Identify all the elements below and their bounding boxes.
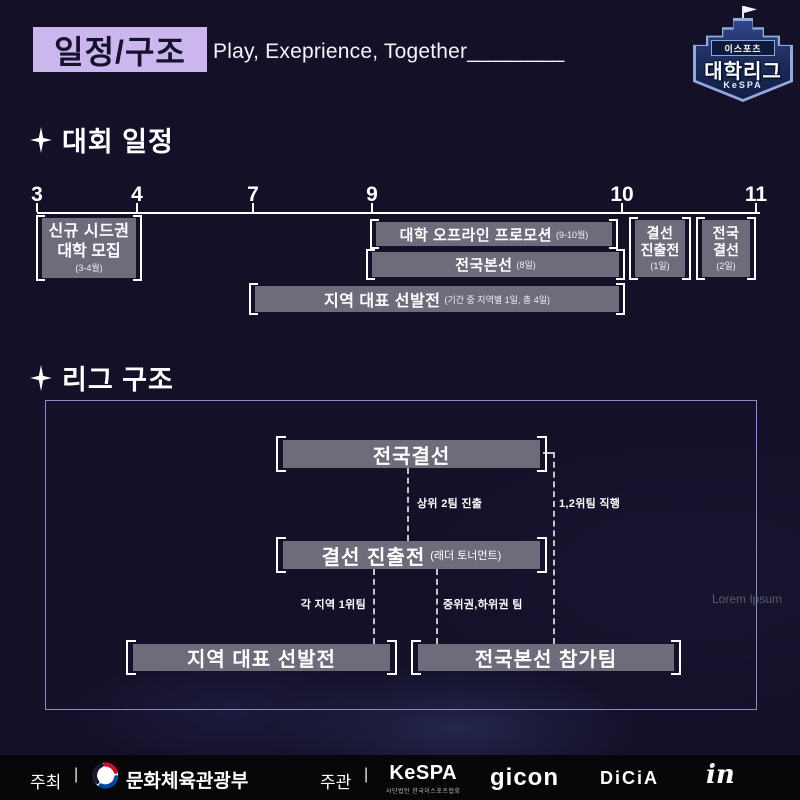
section-schedule-title-text: 대회 일정 (62, 127, 174, 157)
host-name: 문화체육관광부 (126, 771, 249, 792)
tick-11 (755, 203, 757, 212)
page-title-text: 일정/구조 (54, 33, 186, 70)
edge-label-midlow: 중위권,하위권 팀 (443, 599, 523, 611)
in-logo: in (706, 760, 735, 790)
tick-7 (252, 203, 254, 212)
gicon-logo: gicon (490, 764, 559, 791)
bar-final-qualifier-line1: 결선 (646, 225, 674, 242)
node-national-final-label: 전국결선 (372, 445, 451, 468)
tick-label-4: 4 (131, 183, 143, 206)
timeline-bar-recruit: 신규 시드권 대학 모집 (3-4월) (36, 215, 142, 281)
league-emblem: 이스포츠 대학리그 KeSPA (692, 6, 794, 102)
kespa-logo-text: KeSPA (389, 762, 458, 784)
node-final-qualifier-note: (래더 토너먼트) (430, 550, 502, 562)
bar-promotion-label: 대학 오프라인 프로모션 (399, 226, 553, 244)
bar-regional-label: 지역 대표 선발전 (324, 293, 441, 310)
bar-final-qualifier-line2: 진출전 (640, 242, 680, 258)
tick-label-7: 7 (247, 183, 259, 206)
connector-regional-qualifier (373, 569, 375, 644)
bar-recruit-line2: 대학 모집 (57, 242, 121, 260)
footer-divider: | (74, 766, 79, 783)
sparkle-icon (30, 364, 52, 391)
bar-national-final-line1: 전국 (712, 225, 740, 242)
watermark-text: Lorem Ipsum (712, 592, 783, 606)
sparkle-icon (30, 126, 52, 153)
tick-4 (136, 203, 138, 212)
timeline-axis (37, 212, 760, 214)
footer-divider: | (364, 766, 369, 783)
subtitle: Play, Exeprience, Together_________ (213, 40, 564, 64)
tick-label-9: 9 (366, 183, 378, 206)
bar-national-final-note: (2일) (716, 260, 736, 271)
node-regional-selection-label: 지역 대표 선발전 (187, 649, 336, 671)
dicia-logo: DiCiA (600, 768, 659, 788)
emblem-banner: 이스포츠 (711, 40, 775, 56)
timeline-bar-final-qualifier: 결선 진출전 (1일) (629, 217, 691, 280)
edge-label-direct: 1,2위팀 직행 (559, 498, 621, 510)
tick-label-11: 11 (744, 183, 768, 206)
node-main-round-teams-label: 전국본선 참가팀 (474, 649, 618, 671)
timeline-bar-regional: 지역 대표 선발전 (기간 중 지역별 1일, 총 4일) (249, 283, 625, 315)
timeline-bar-national-final: 전국 결선 (2일) (696, 217, 756, 280)
emblem-kespa-text: KeSPA (723, 80, 763, 90)
bar-regional-note: (기간 중 지역별 1일, 총 4일) (444, 294, 550, 305)
connector-mainround-qualifier (436, 569, 438, 644)
tick-9 (371, 203, 373, 212)
connector-final-qualifier (407, 468, 409, 541)
subtitle-underscore: _________ (467, 40, 564, 63)
node-final-qualifier-label: 결선 진출전 (321, 546, 426, 569)
node-regional-selection: 지역 대표 선발전 (126, 640, 397, 675)
timeline-bar-main-round: 전국본선 (8일) (366, 249, 625, 280)
timeline-bar-promotion: 대학 오프라인 프로모션 (9-10월) (370, 219, 618, 249)
tick-10 (621, 203, 623, 212)
bar-final-qualifier-note: (1일) (650, 260, 670, 271)
flag-icon (744, 6, 757, 14)
bar-main-round-label: 전국본선 (455, 257, 513, 274)
bar-recruit-note: (3-4월) (75, 262, 103, 273)
subtitle-text: Play, Exeprience, Together (213, 40, 468, 63)
connector-direct-horizontal (543, 452, 553, 454)
tick-label-10: 10 (610, 183, 634, 206)
bar-recruit-line1: 신규 시드권 (48, 223, 130, 241)
edge-label-regional-first: 각 지역 1위팀 (300, 599, 366, 611)
node-national-final: 전국결선 (276, 436, 547, 472)
node-final-qualifier: 결선 진출전 (래더 토너먼트) (276, 537, 547, 573)
emblem-title: 대학리그 (704, 61, 782, 83)
section-structure-title: 리그 구조 (28, 358, 174, 397)
flag-pole-icon (742, 6, 744, 20)
section-structure-title-text: 리그 구조 (62, 365, 174, 395)
tick-3 (36, 203, 38, 212)
section-schedule-title: 대회 일정 (28, 120, 174, 159)
host-label: 주최 (30, 773, 62, 792)
edge-label-top2: 상위 2팀 진출 (417, 498, 483, 510)
connector-direct-vertical (553, 452, 555, 644)
bar-main-round-note: (8일) (516, 260, 536, 270)
government-emblem-icon (92, 762, 119, 794)
structure-frame (45, 400, 757, 710)
organizer-label: 주관 (320, 773, 352, 792)
bar-national-final-line2: 결선 (713, 242, 739, 258)
emblem-banner-text: 이스포츠 (724, 43, 762, 54)
kespa-logo: KeSPA 사단법인 한국이스포츠협회 (386, 762, 460, 795)
kespa-logo-subtext: 사단법인 한국이스포츠협회 (386, 789, 461, 795)
footer: 주최 | 문화체육관광부 주관 | KeSPA 사단법인 한국이스포츠협회 gi… (0, 755, 800, 800)
node-main-round-teams: 전국본선 참가팀 (411, 640, 681, 675)
tick-label-3: 3 (31, 183, 43, 206)
bar-promotion-note: (9-10월) (556, 229, 589, 240)
page-title: 일정/구조 (33, 27, 207, 72)
